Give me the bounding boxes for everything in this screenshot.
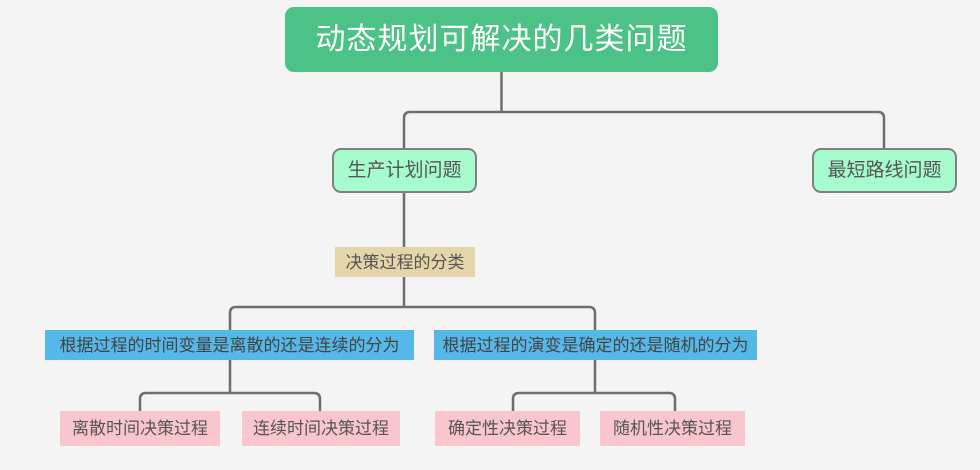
connector-bus-criteria [228, 305, 597, 330]
node-production-plan-problem[interactable]: 生产计划问题 [332, 148, 477, 193]
connector-bus-evolution-leaves [511, 391, 677, 411]
connector-bus-time-leaves [138, 391, 322, 411]
node-criterion-time-variable[interactable]: 根据过程的时间变量是离散的还是连续的分为 [45, 330, 414, 360]
node-leaf-continuous-time[interactable]: 连续时间决策过程 [242, 411, 400, 446]
node-decision-process-classification[interactable]: 决策过程的分类 [335, 247, 475, 277]
node-leaf-stochastic[interactable]: 随机性决策过程 [600, 411, 745, 446]
node-criterion-evolution[interactable]: 根据过程的演变是确定的还是随机的分为 [434, 330, 757, 360]
node-leaf-discrete-time[interactable]: 离散时间决策过程 [60, 411, 220, 446]
node-leaf-deterministic[interactable]: 确定性决策过程 [435, 411, 580, 446]
connector-bus-level2 [402, 110, 886, 148]
node-shortest-route-problem[interactable]: 最短路线问题 [812, 148, 957, 193]
node-title-root[interactable]: 动态规划可解决的几类问题 [285, 7, 718, 72]
